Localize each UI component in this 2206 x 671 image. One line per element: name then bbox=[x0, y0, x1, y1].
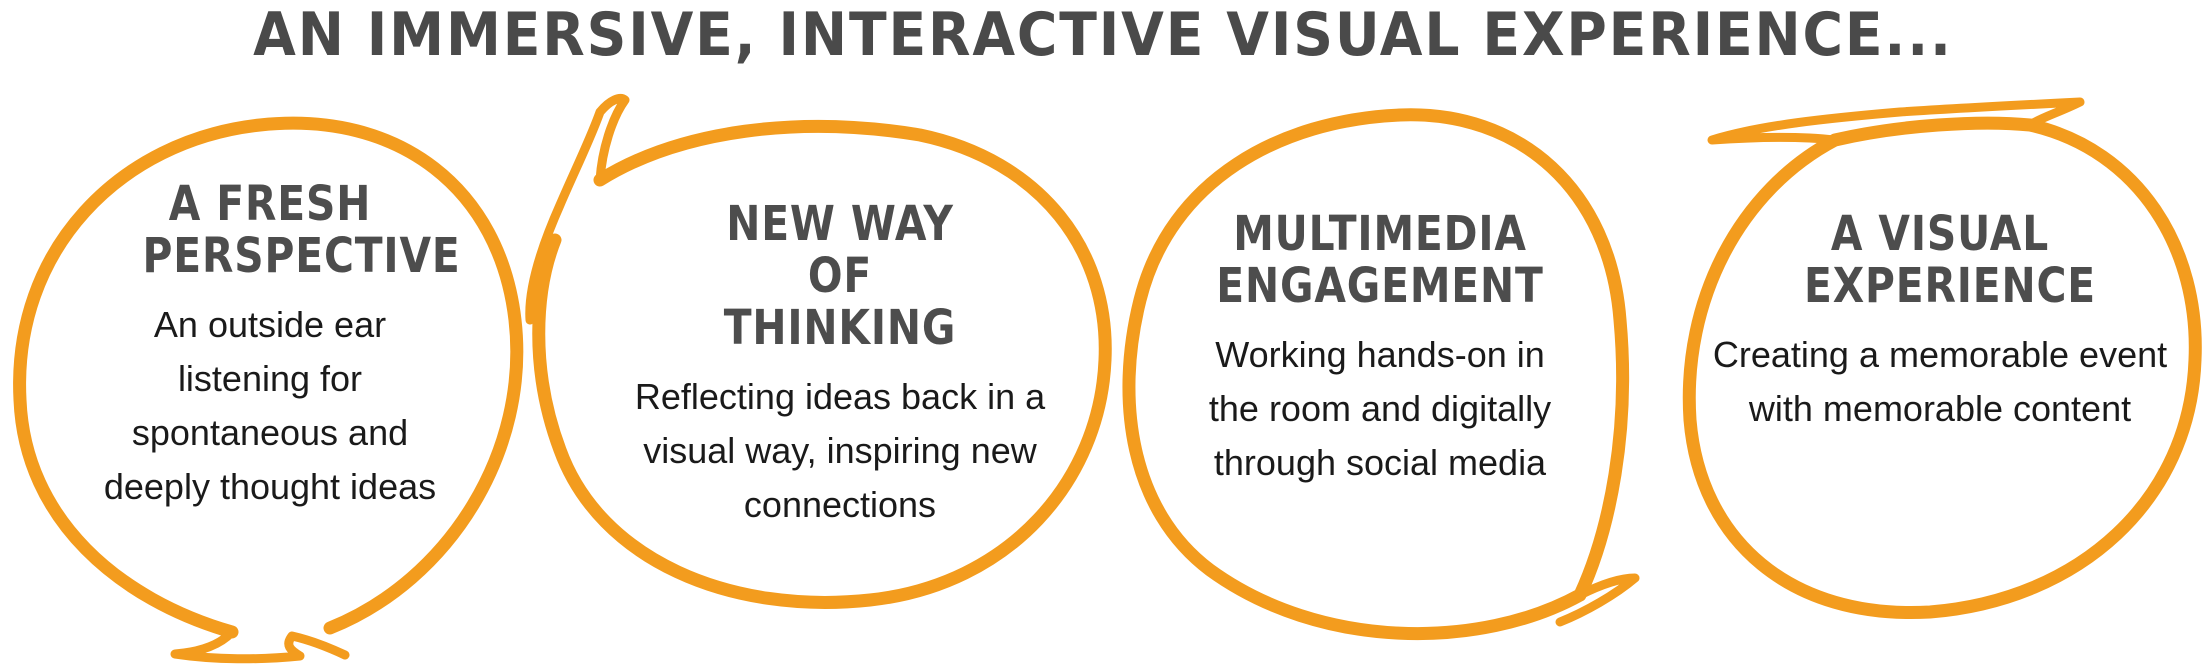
bubble-2-outline bbox=[525, 94, 1112, 609]
bubble-visual-experience: A VISUAL EXPERIENCE Creating a memorable… bbox=[1710, 208, 2170, 436]
bubble-heading: A FRESH PERSPECTIVE bbox=[142, 176, 461, 284]
bubble-body: Working hands-on in the room and digital… bbox=[1208, 334, 1552, 483]
bubble-heading: NEW WAY OF THINKING bbox=[723, 196, 957, 356]
bubble-4-outline bbox=[1682, 97, 2202, 620]
bubble-body: An outside ear listening for spontaneous… bbox=[103, 304, 437, 507]
bubble-new-way-of-thinking: NEW WAY OF THINKING Reflecting ideas bac… bbox=[615, 198, 1065, 532]
bubble-1-outline bbox=[13, 116, 524, 664]
bubble-heading: A VISUAL EXPERIENCE bbox=[1804, 206, 2097, 314]
bubble-body: Reflecting ideas back in a visual way, i… bbox=[634, 376, 1046, 525]
page-title: AN IMMERSIVE, INTERACTIVE VISUAL EXPERIE… bbox=[253, 0, 1953, 70]
bubble-multimedia-engagement: MULTIMEDIA ENGAGEMENT Working hands-on i… bbox=[1160, 208, 1600, 490]
bubble-3-outline bbox=[1122, 108, 1640, 640]
bubble-fresh-perspective: A FRESH PERSPECTIVE An outside ear liste… bbox=[60, 178, 480, 514]
bubble-body: Creating a memorable event with memorabl… bbox=[1712, 334, 2168, 429]
bubble-heading: MULTIMEDIA ENGAGEMENT bbox=[1216, 206, 1544, 314]
